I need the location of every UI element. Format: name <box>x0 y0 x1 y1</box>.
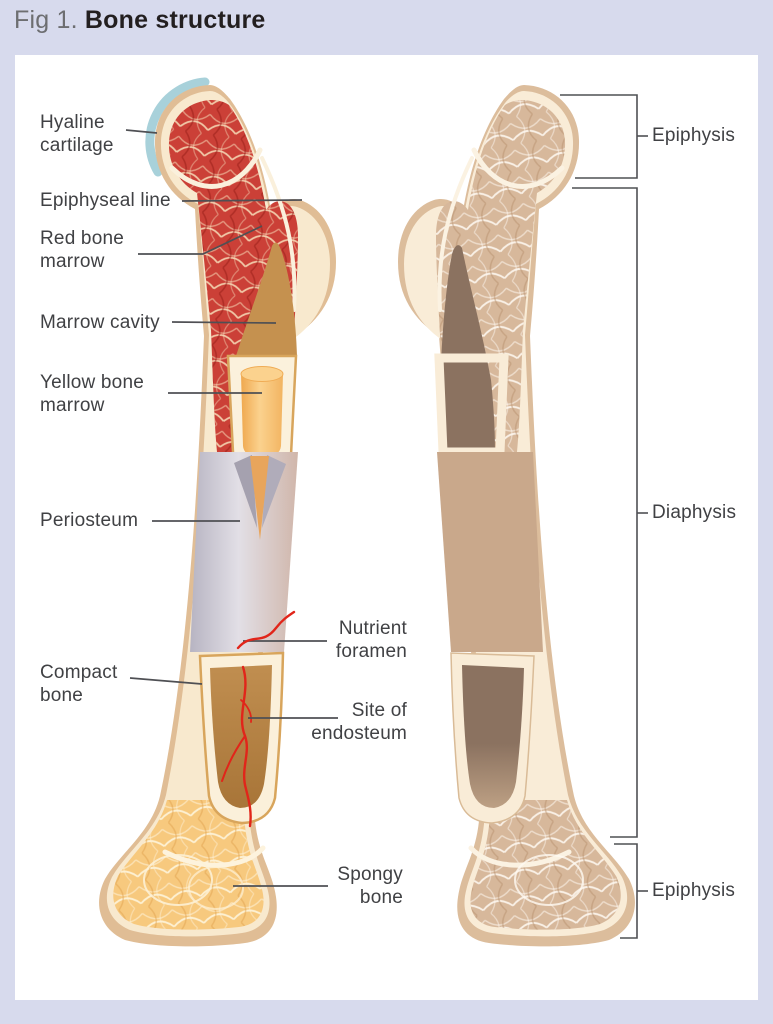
label-spongy-bone: Spongy bone <box>337 864 403 908</box>
figure-title: Bone structure <box>84 6 266 34</box>
right-bone <box>398 85 635 947</box>
label-nutrient-foramen: Nutrient foramen <box>335 618 407 662</box>
label-site-of-endosteum: Site of endosteum <box>311 700 407 744</box>
figure-title-bar: Fig 1. Bone structure <box>14 6 754 35</box>
label-epiphyseal-line: Epiphyseal line <box>40 190 171 211</box>
hyaline-cartilage-top <box>145 77 210 177</box>
nutrient-foramen-vessel <box>236 610 296 650</box>
label-yellow-bone-marrow: Yellow bone marrow <box>40 372 144 416</box>
left-bone <box>99 77 336 947</box>
pointer-lines <box>125 129 338 887</box>
label-marrow-cavity: Marrow cavity <box>40 312 160 333</box>
bracket-diaphysis <box>572 187 638 838</box>
pointer-marrow-cavity <box>171 321 277 324</box>
figure-number: Fig 1. <box>14 6 78 34</box>
right-shaft-surface <box>437 452 543 652</box>
pointer-red-bone-marrow <box>138 225 263 255</box>
dark-marrow-lower <box>462 665 524 808</box>
label-red-bone-marrow: Red bone marrow <box>40 228 125 272</box>
region-brackets <box>560 94 648 939</box>
label-epiphysis-bottom: Epiphysis <box>652 880 736 901</box>
marrow-cavity-region <box>236 242 297 356</box>
nutrient-artery <box>221 665 253 828</box>
yellow-bone-marrow-region <box>241 374 283 457</box>
label-epiphysis-top: Epiphysis <box>652 125 736 146</box>
pointer-epiphyseal-line <box>181 199 303 202</box>
pointer-compact-bone <box>129 677 203 685</box>
label-diaphysis: Diaphysis <box>652 502 737 523</box>
dark-marrow-upper <box>439 245 495 450</box>
label-hyaline-cartilage: Hyaline cartilage <box>40 112 114 156</box>
label-periosteum: Periosteum <box>40 510 139 531</box>
label-compact-bone: Compact bone <box>40 662 118 706</box>
pointer-hyaline-cartilage <box>125 129 158 134</box>
